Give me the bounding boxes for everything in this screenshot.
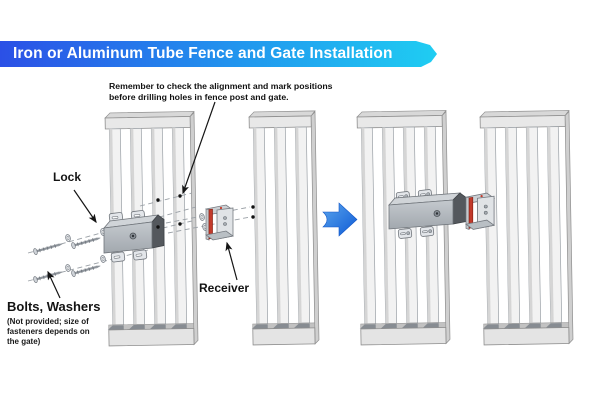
receiver-assembled (465, 192, 495, 230)
step-arrow-icon (322, 202, 358, 237)
annotation-line-2: before drilling holes in fence post and … (109, 91, 289, 102)
bolts-note-line-2: fasteners depends on (7, 326, 90, 336)
lock-pointer-arrow (73, 189, 97, 224)
lock-label: Lock (53, 170, 82, 184)
bolts-note-line-1: (Not provided; size of (7, 317, 89, 326)
page-title: Iron or Aluminum Tube Fence and Gate Ins… (13, 45, 393, 62)
bolts-note-line-3: the gate) (7, 336, 41, 346)
fence-panel-post-left (247, 110, 320, 346)
lock-assembled (388, 188, 467, 240)
receiver-exploded (205, 204, 234, 241)
annotation-pointer-arrow (182, 101, 216, 195)
receiver-pointer-arrow (225, 241, 238, 281)
receiver-label: Receiver (199, 281, 250, 295)
annotation-line-1: Remember to check the alignment and mark… (109, 81, 333, 91)
drill-mark-dots (156, 194, 255, 229)
bolts-pointer-arrow (47, 270, 61, 299)
lock-exploded (103, 209, 165, 263)
alignment-annotation: Remember to check the alignment and mark… (109, 81, 333, 103)
fence-panel-post-right (478, 109, 574, 346)
bolts-note: (Not provided; size of fasteners depends… (7, 317, 90, 346)
bolts-washers-label: Bolts, Washers (7, 299, 101, 314)
title-banner: Iron or Aluminum Tube Fence and Gate Ins… (0, 41, 437, 67)
